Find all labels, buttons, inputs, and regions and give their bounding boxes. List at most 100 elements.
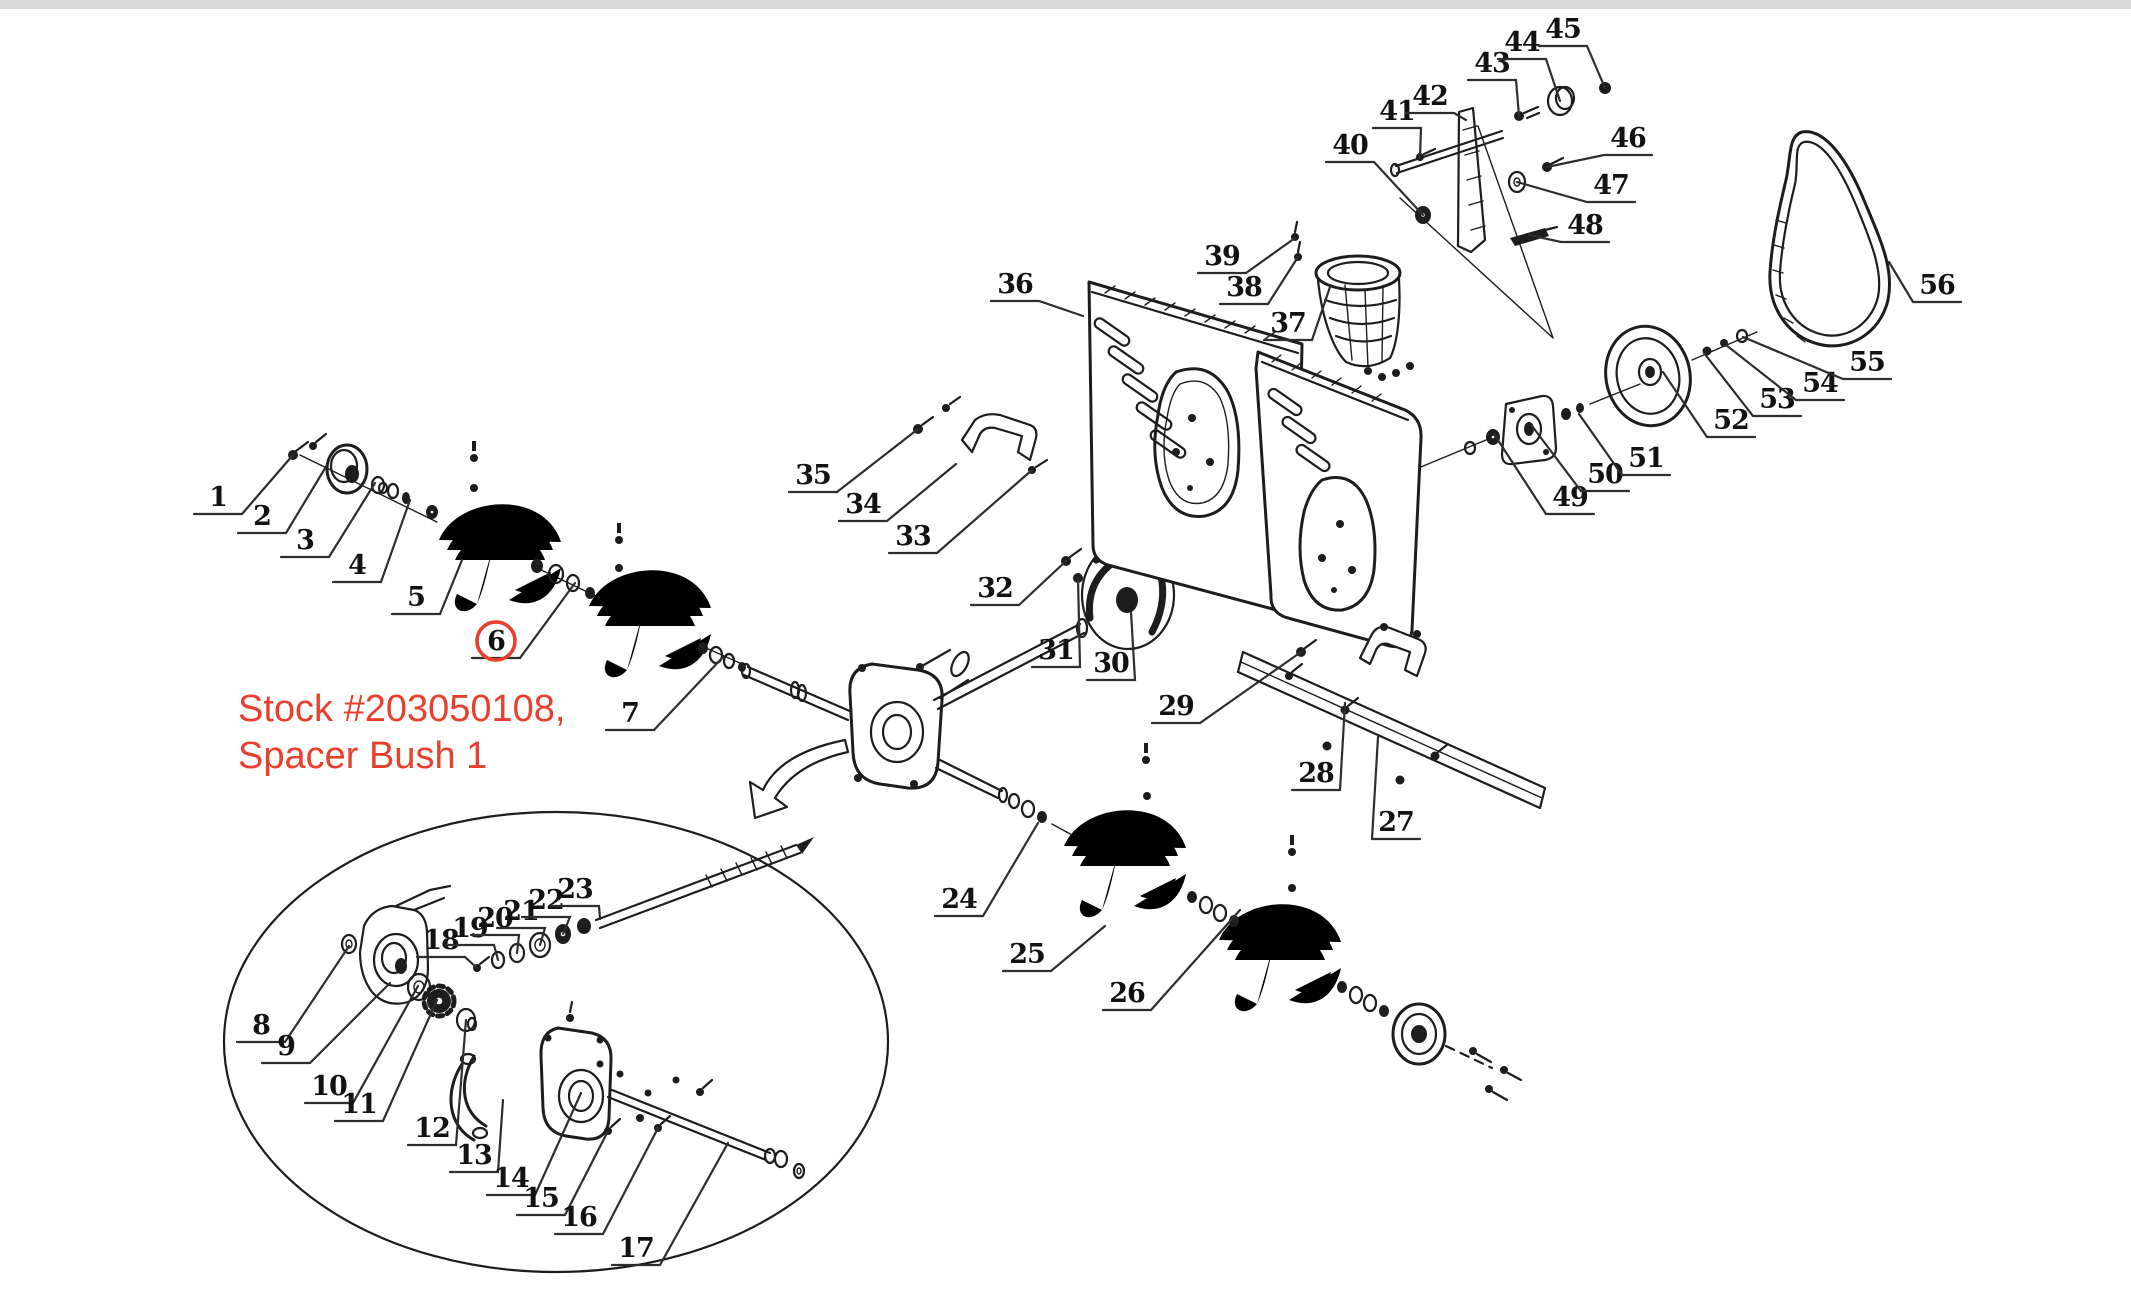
svg-text:41: 41	[1379, 96, 1415, 127]
part-label-39: 39	[1196, 236, 1297, 275]
part-label-10: 10	[303, 984, 420, 1105]
part-label-52: 52	[1661, 370, 1757, 439]
svg-text:55: 55	[1849, 347, 1885, 378]
part-label-17: 17	[610, 1141, 730, 1267]
detail-inset	[222, 810, 890, 1274]
part-label-55: 55	[1741, 335, 1893, 381]
part-label-8: 8	[235, 944, 351, 1044]
part-label-18: 18	[415, 925, 479, 970]
svg-text:54: 54	[1802, 368, 1838, 399]
svg-text:46: 46	[1610, 123, 1646, 154]
drive-bearing-and-pulley	[1463, 324, 1758, 466]
svg-text:25: 25	[1009, 939, 1045, 970]
part-label-44: 44	[1496, 27, 1562, 103]
right-axle-assembly	[934, 758, 1523, 1102]
inset-output-shaft	[596, 1060, 806, 1180]
svg-text:50: 50	[1587, 459, 1623, 490]
svg-text:28: 28	[1298, 758, 1334, 789]
part-label-40: 40	[1324, 130, 1425, 217]
svg-text:6: 6	[487, 626, 505, 657]
part-label-14: 14	[485, 1091, 583, 1197]
svg-text:8: 8	[252, 1010, 270, 1041]
svg-text:12: 12	[414, 1113, 450, 1144]
svg-text:18: 18	[423, 925, 459, 956]
part-label-29: 29	[1150, 650, 1303, 725]
svg-text:10: 10	[311, 1071, 347, 1102]
hub-assembly	[288, 432, 438, 519]
inset-gearbox-half	[539, 1000, 613, 1141]
auger-blade-inner-left	[582, 570, 721, 678]
svg-text:36: 36	[997, 269, 1033, 300]
part-label-5: 5	[390, 558, 464, 616]
svg-text:53: 53	[1759, 384, 1795, 415]
part-label-9: 9	[260, 981, 392, 1065]
part-label-30: 30	[1085, 610, 1137, 682]
part-label-12: 12	[406, 1018, 468, 1147]
part-label-51: 51	[1577, 412, 1672, 477]
part-label-25: 25	[1001, 924, 1107, 973]
stock-annotation: Stock #203050108, Spacer Bush 1	[238, 686, 566, 780]
svg-text:11: 11	[341, 1089, 377, 1120]
svg-text:31: 31	[1038, 635, 1074, 666]
svg-text:22: 22	[528, 885, 564, 916]
svg-text:15: 15	[523, 1183, 559, 1214]
svg-text:44: 44	[1504, 27, 1540, 58]
top-border	[0, 0, 2131, 9]
scraper-bar	[1236, 650, 1547, 810]
part-label-46: 46	[1545, 123, 1654, 169]
part-label-21: 21	[495, 896, 547, 947]
svg-text:37: 37	[1270, 308, 1306, 339]
part-label-49: 49	[1492, 432, 1596, 516]
part-label-32: 32	[969, 559, 1068, 607]
part-label-27: 27	[1370, 735, 1422, 841]
part-label-26: 26	[1101, 908, 1242, 1012]
part-label-37: 37	[1262, 285, 1332, 342]
part-label-2: 2	[236, 463, 329, 535]
part-label-4: 4	[331, 498, 412, 584]
svg-text:23: 23	[557, 874, 593, 905]
part-label-45: 45	[1537, 14, 1607, 90]
part-label-47: 47	[1515, 170, 1637, 204]
auger-mount-bolts	[470, 441, 1296, 892]
part-label-38: 38	[1218, 255, 1300, 306]
highlighted-part-circle	[475, 620, 517, 662]
svg-text:2: 2	[253, 501, 271, 532]
svg-text:21: 21	[503, 896, 539, 927]
svg-text:48: 48	[1567, 210, 1603, 241]
svg-text:13: 13	[456, 1140, 492, 1171]
svg-text:16: 16	[561, 1202, 597, 1233]
svg-text:26: 26	[1109, 978, 1145, 1009]
part-label-33: 33	[887, 468, 1034, 555]
svg-text:52: 52	[1713, 405, 1749, 436]
svg-text:45: 45	[1545, 14, 1581, 45]
part-label-50: 50	[1530, 424, 1631, 493]
part-label-56: 56	[1887, 260, 1963, 304]
chute-base-ring	[1291, 220, 1414, 381]
part-label-19: 19	[444, 913, 500, 962]
part-label-31: 31	[1030, 576, 1082, 669]
gearbox	[848, 648, 970, 790]
part-label-22: 22	[520, 885, 572, 936]
part-label-24: 24	[933, 821, 1040, 918]
part-label-3: 3	[279, 481, 377, 559]
svg-text:3: 3	[296, 525, 314, 556]
svg-text:7: 7	[621, 698, 639, 729]
part-label-28: 28	[1290, 701, 1347, 792]
annotation-line2: Spacer Bush 1	[238, 735, 488, 777]
part-label-34: 34	[837, 462, 958, 523]
svg-text:1: 1	[209, 482, 227, 513]
part-label-13: 13	[448, 1098, 505, 1174]
mount-bracket-left	[913, 395, 1049, 474]
part-label-42: 42	[1404, 81, 1468, 122]
inset-u-shackle	[449, 1052, 489, 1142]
svg-text:32: 32	[977, 573, 1013, 604]
svg-text:9: 9	[277, 1031, 295, 1062]
auger-housing	[1087, 280, 1423, 649]
svg-text:51: 51	[1628, 443, 1664, 474]
auger-hex-shaft	[740, 662, 854, 722]
drive-belt	[1768, 130, 1892, 348]
auger-blade-inner-right	[1057, 810, 1196, 918]
